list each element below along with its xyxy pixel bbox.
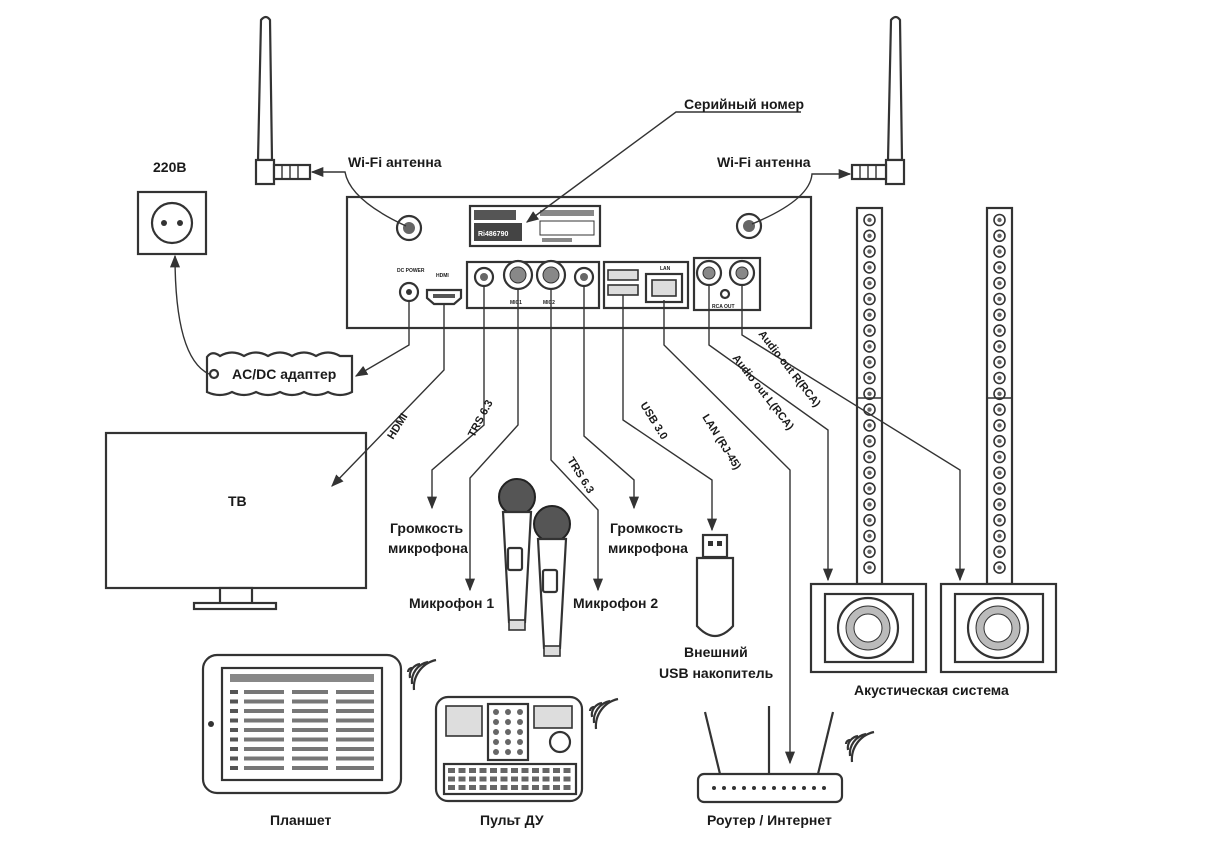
speakers-label: Акустическая система bbox=[854, 682, 1009, 698]
lan-cable-label: LAN (RJ-45) bbox=[699, 412, 743, 472]
mic1-port-label: MIC1 bbox=[510, 300, 522, 306]
adapter-box bbox=[205, 351, 354, 397]
remote-control-icon bbox=[434, 695, 584, 803]
wifi-antenna-left-label: Wi-Fi антенна bbox=[348, 154, 442, 170]
trs1-cable-label: TRS 6.3 bbox=[466, 398, 496, 439]
microphone-2-icon bbox=[533, 505, 571, 657]
usb30-cable-label: USB 3.0 bbox=[637, 400, 669, 442]
connection-lines bbox=[169, 111, 966, 765]
usb-drive-line2: USB накопитель bbox=[659, 665, 774, 681]
wifi-antenna-right-label: Wi-Fi антенна bbox=[717, 154, 811, 170]
speaker-column-drivers bbox=[857, 213, 1012, 574]
mic-volume-1-line1: Громкость bbox=[390, 520, 464, 536]
lan-port-label: LAN bbox=[660, 266, 671, 272]
tv-label: ТВ bbox=[228, 493, 247, 509]
device-back-panel: Ri486790 DC POWER HDMI MIC1 MIC2 LAN bbox=[345, 195, 813, 330]
power-socket-icon bbox=[136, 190, 208, 256]
hdmi-port-label: HDMI bbox=[436, 273, 449, 279]
router-wifi-signal-icon bbox=[844, 730, 876, 764]
trs2-cable-label: TRS 6.3 bbox=[564, 455, 596, 496]
tablet-icon bbox=[201, 653, 403, 795]
router-label: Роутер / Интернет bbox=[707, 812, 832, 828]
tablet-label: Планшет bbox=[270, 812, 331, 828]
mic1-label: Микрофон 1 bbox=[409, 595, 494, 611]
mic2-label: Микрофон 2 bbox=[573, 595, 658, 611]
router-icon bbox=[696, 706, 844, 804]
mic2-port-label: MIC2 bbox=[543, 300, 555, 306]
mic-volume-2-line1: Громкость bbox=[610, 520, 684, 536]
adapter-label: AC/DC адаптер bbox=[232, 366, 336, 382]
rca-out-label: RCA OUT bbox=[712, 304, 735, 310]
remote-wifi-signal-icon bbox=[588, 697, 620, 731]
microphone-1-icon bbox=[498, 478, 536, 631]
dc-power-label: DC POWER bbox=[397, 268, 425, 274]
right-antenna-icon bbox=[850, 15, 906, 186]
usb-drive-icon bbox=[695, 533, 735, 638]
serial-number-label: Серийный номер bbox=[684, 96, 804, 112]
mic-volume-1-line2: микрофона bbox=[388, 540, 468, 556]
remote-label: Пульт ДУ bbox=[480, 812, 544, 828]
power-220-label: 220В bbox=[153, 159, 186, 175]
left-antenna-icon bbox=[254, 15, 312, 186]
mic-volume-2-line2: микрофона bbox=[608, 540, 688, 556]
tablet-wifi-signal-icon bbox=[406, 658, 438, 692]
usb-drive-line1: Внешний bbox=[684, 644, 748, 660]
serial-value: Ri486790 bbox=[478, 231, 508, 238]
tv-icon bbox=[104, 431, 368, 611]
